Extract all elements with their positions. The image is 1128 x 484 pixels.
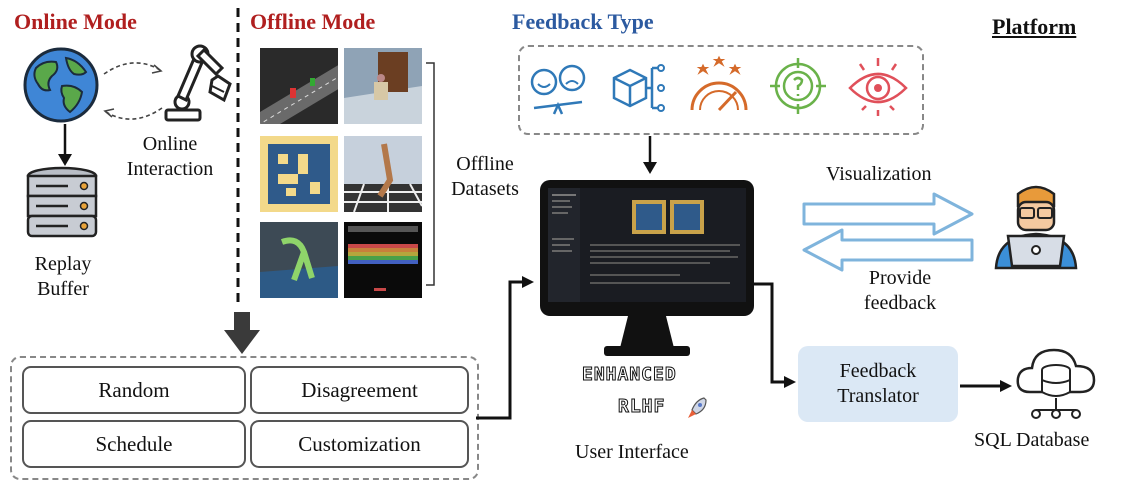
rocket-icon bbox=[688, 397, 707, 418]
cycle-arrows-icon bbox=[103, 62, 163, 120]
sql-database-icon bbox=[1016, 348, 1096, 419]
feedback-translator-box: Feedback Translator bbox=[798, 346, 958, 422]
mode-divider bbox=[236, 8, 240, 308]
sql-database-label: SQL Database bbox=[974, 429, 1090, 451]
robot-arm-icon bbox=[164, 44, 232, 122]
provide-feedback-arrow bbox=[802, 228, 974, 272]
feedback-translator-label: Feedback Translator bbox=[837, 360, 919, 407]
thumb-robot-table bbox=[344, 48, 422, 124]
visualization-label: Visualization bbox=[826, 163, 932, 185]
user-interface-label: User Interface bbox=[575, 441, 689, 463]
online-interaction-label: Online Interaction bbox=[126, 133, 214, 180]
thumb-maze bbox=[260, 136, 338, 212]
sampling-random: Random bbox=[22, 366, 246, 414]
feedback-type-title: Feedback Type bbox=[512, 9, 654, 34]
offline-mode-title: Offline Mode bbox=[250, 9, 376, 34]
user-laptop-icon bbox=[994, 185, 1078, 270]
globe-icon bbox=[23, 47, 99, 123]
feedback-type-box bbox=[518, 45, 924, 135]
sampling-customization: Customization bbox=[250, 420, 469, 468]
demonstrative-eye-icon bbox=[848, 58, 908, 116]
arrow-sampling-to-ui bbox=[476, 276, 534, 420]
evaluative-gauge-icon bbox=[690, 55, 748, 112]
ui-logo-line1: ENHANCED bbox=[582, 364, 677, 386]
down-arrow-to-sampling bbox=[224, 312, 260, 354]
sampling-disagreement: Disagreement bbox=[250, 366, 469, 414]
arrow-translator-to-db bbox=[960, 380, 1012, 392]
comparative-faces-icon bbox=[530, 64, 586, 115]
descriptive-box-icon bbox=[612, 64, 665, 112]
arrow-feedback-to-ui bbox=[643, 136, 657, 174]
ui-logo-line2: RLHF bbox=[617, 396, 666, 418]
arrow-ui-to-translator bbox=[752, 282, 796, 388]
replay-buffer-label: Replay Buffer bbox=[34, 253, 92, 300]
visualization-arrow bbox=[802, 192, 974, 236]
corrective-target-icon bbox=[770, 58, 826, 114]
offline-datasets-label: Offline Datasets bbox=[451, 153, 519, 200]
arrow-globe-to-buffer bbox=[58, 124, 72, 166]
thumb-walker bbox=[260, 222, 338, 298]
replay-buffer-icon bbox=[26, 166, 98, 238]
monitor-icon bbox=[540, 180, 754, 356]
thumb-hopper bbox=[344, 136, 422, 212]
datasets-bracket bbox=[426, 62, 435, 286]
thumb-breakout bbox=[344, 222, 422, 298]
platform-title: Platform bbox=[992, 14, 1077, 39]
thumb-highway bbox=[260, 48, 338, 124]
sampling-schedule: Schedule bbox=[22, 420, 246, 468]
provide-feedback-label: Provide feedback bbox=[863, 267, 937, 314]
online-mode-title: Online Mode bbox=[14, 9, 137, 34]
